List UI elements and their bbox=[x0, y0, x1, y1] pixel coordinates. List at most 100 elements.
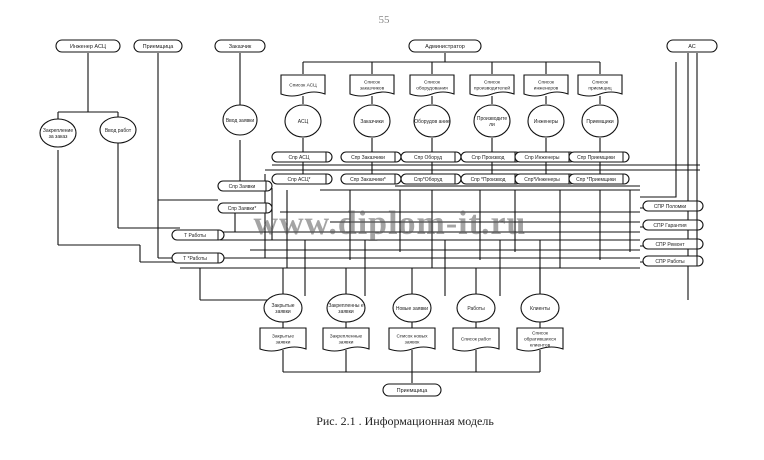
entity-engineer: Инженер АСЦ bbox=[55, 39, 121, 53]
svg-text:Приемщица: Приемщица bbox=[397, 388, 429, 394]
left-store: Т *Работы bbox=[171, 252, 225, 264]
entity-customer: Заказчик bbox=[214, 39, 266, 53]
left-store: Т Работы bbox=[171, 229, 225, 241]
sprav-star-store: Спр *Приемщики bbox=[568, 173, 630, 185]
sprav-star-store: Спр*Оборуд bbox=[400, 173, 462, 185]
admin-process-label: Заказчики bbox=[360, 119, 384, 125]
svg-text:Т *Работы: Т *Работы bbox=[183, 256, 207, 262]
entity-bottom-client: Приемщица bbox=[382, 383, 442, 397]
admin-list-doc-label: Список АСЦ bbox=[289, 83, 317, 89]
svg-text:Спр Инженеры: Спр Инженеры bbox=[525, 155, 560, 161]
sprav-store: Спр Производ bbox=[460, 151, 522, 163]
customer-process-request: Ввод заявки bbox=[222, 104, 258, 136]
svg-text:Спр Оборуд: Спр Оборуд bbox=[414, 155, 442, 161]
right-store: СПР Гарантия bbox=[642, 219, 704, 231]
admin-process: АСЦ bbox=[284, 104, 322, 138]
left-store: Спр Заявки* bbox=[217, 202, 273, 214]
svg-text:СПР Гарантия: СПР Гарантия bbox=[653, 223, 687, 229]
left-store: Спр Заявки bbox=[217, 180, 273, 192]
bottom-process: Работы bbox=[456, 293, 496, 323]
left-process-works: Ввод работ bbox=[99, 116, 137, 144]
svg-text:Спр*Инженеры: Спр*Инженеры bbox=[524, 177, 560, 183]
bottom-process-label: Клиенты bbox=[530, 306, 550, 312]
customer-process-request-label: Ввод заявки bbox=[226, 118, 255, 124]
bottom-process-label: Новые заявки bbox=[396, 306, 428, 312]
right-store: СПР Ремонт bbox=[642, 238, 704, 250]
entity-client: Приемщица bbox=[133, 39, 183, 53]
svg-text:Заказчик: Заказчик bbox=[229, 44, 252, 50]
svg-text:СПР Поломки: СПР Поломки bbox=[654, 204, 687, 210]
svg-text:Спр *Производ: Спр *Производ bbox=[471, 177, 506, 183]
svg-text:Спр Заказчики*: Спр Заказчики* bbox=[350, 177, 386, 183]
admin-process: Инженеры bbox=[527, 104, 565, 138]
admin-process: Приемщики bbox=[581, 104, 619, 138]
svg-text:СПР Ремонт: СПР Ремонт bbox=[655, 242, 685, 248]
sprav-star-store: Спр Заказчики* bbox=[340, 173, 402, 185]
sprav-star-store: Спр *Производ bbox=[460, 173, 522, 185]
svg-text:Приемщица: Приемщица bbox=[143, 44, 175, 50]
left-process-works-label: Ввод работ bbox=[105, 128, 132, 134]
svg-text:АС: АС bbox=[688, 44, 696, 50]
sprav-store: Спр Приемщики bbox=[568, 151, 630, 163]
sprav-store: Спр Инженеры bbox=[514, 151, 576, 163]
svg-text:Спр Заказчики: Спр Заказчики bbox=[351, 155, 385, 161]
sprav-store: Спр Заказчики bbox=[340, 151, 402, 163]
admin-process-label: Оборудов ание bbox=[414, 119, 450, 125]
sprav-store: Спр Оборуд bbox=[400, 151, 462, 163]
svg-text:Спр*Оборуд: Спр*Оборуд bbox=[414, 177, 443, 183]
bottom-process: Новые заявки bbox=[392, 293, 432, 323]
right-store: СПР Работы bbox=[642, 255, 704, 267]
admin-process: Оборудов ание bbox=[413, 104, 451, 138]
admin-process-label: Приемщики bbox=[586, 119, 613, 125]
entity-ac: АС bbox=[666, 39, 718, 53]
svg-text:СПР Работы: СПР Работы bbox=[655, 259, 685, 265]
svg-text:Спр Заявки*: Спр Заявки* bbox=[228, 206, 257, 212]
admin-process: Заказчики bbox=[353, 104, 391, 138]
svg-text:Спр *Приемщики: Спр *Приемщики bbox=[576, 177, 616, 183]
sprav-star-store: Спр АСЦ* bbox=[271, 173, 333, 185]
bottom-doc: Список работ bbox=[452, 327, 500, 352]
bottom-process-label: Работы bbox=[467, 306, 485, 312]
svg-text:Спр Заявки: Спр Заявки bbox=[229, 184, 256, 190]
svg-text:Спр Приемщики: Спр Приемщики bbox=[577, 155, 615, 161]
svg-text:Администратор: Администратор bbox=[425, 44, 465, 50]
admin-process-label: АСЦ bbox=[298, 119, 309, 125]
connector-line bbox=[640, 62, 677, 198]
bottom-doc-label: Список работ bbox=[461, 337, 492, 343]
right-store: СПР Поломки bbox=[642, 200, 704, 212]
admin-list-doc: Список АСЦ bbox=[280, 74, 326, 97]
svg-text:Спр АСЦ*: Спр АСЦ* bbox=[288, 177, 311, 183]
svg-text:Инженер АСЦ: Инженер АСЦ bbox=[70, 44, 106, 50]
sprav-star-store: Спр*Инженеры bbox=[514, 173, 576, 185]
bottom-process: Клиенты bbox=[520, 293, 560, 323]
figure-caption: Рис. 2.1 . Информационная модель bbox=[316, 414, 494, 428]
admin-process-label: Инженеры bbox=[534, 119, 559, 125]
sprav-store: Спр АСЦ bbox=[271, 151, 333, 163]
svg-text:Т Работы: Т Работы bbox=[184, 233, 206, 239]
entity-admin: Администратор bbox=[408, 39, 482, 53]
